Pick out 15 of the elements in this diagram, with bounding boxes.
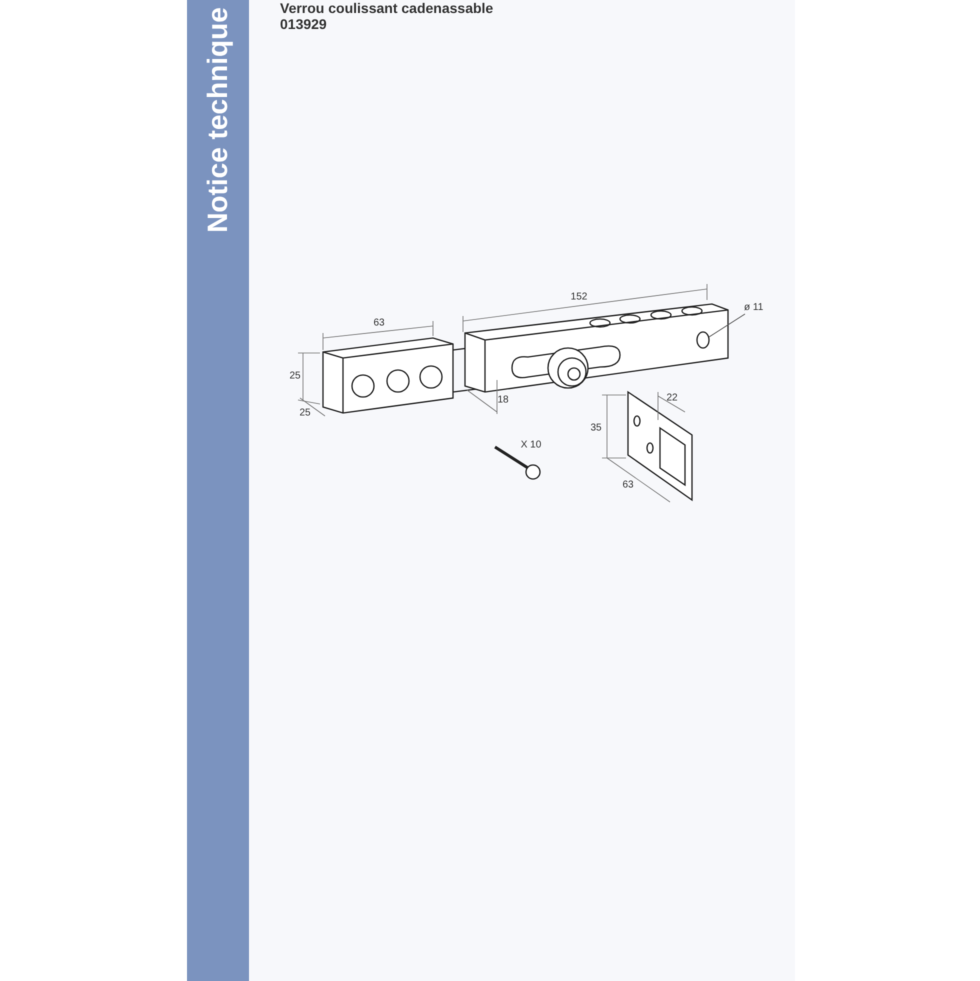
title: Verrou coulissant cadenassable	[280, 0, 494, 16]
dimension-label: 35	[590, 422, 602, 436]
diameter-label: ø 11	[744, 300, 764, 315]
dimension-label: 63	[622, 478, 634, 492]
vertical-heading: Notice technique	[201, 7, 234, 233]
hole	[696, 331, 710, 349]
dimension-label: X 10	[520, 438, 542, 452]
product-reference: 013929	[280, 15, 327, 34]
dimension-label: 25	[289, 370, 301, 384]
dimension-label: 63	[373, 316, 385, 330]
dimension-label: 152	[570, 290, 588, 304]
dimension-label: 18	[497, 394, 509, 408]
dimension-label: 22	[666, 392, 678, 406]
dimension-label: 25	[299, 406, 311, 420]
leader-line	[708, 314, 746, 338]
